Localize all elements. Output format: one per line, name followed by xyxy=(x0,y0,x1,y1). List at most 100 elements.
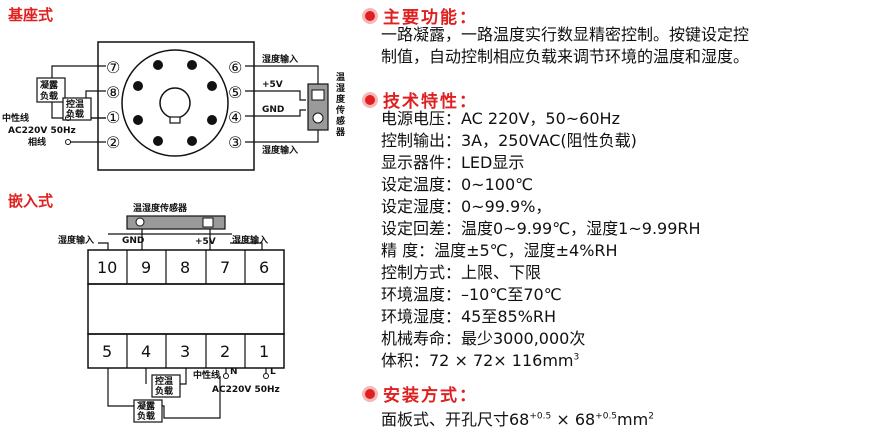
embed-temp-load-l1: 控温 xyxy=(155,375,173,387)
spec-row: 环境湿度：45至85%RH xyxy=(381,307,557,326)
socket-outer xyxy=(121,49,229,157)
embed-dividers xyxy=(126,250,246,368)
spec-row: 环境温度：–10℃至70℃ xyxy=(381,285,562,304)
embed-pin-7: 7 xyxy=(220,258,230,277)
embed-ac-label: AC220V 50Hz xyxy=(212,385,280,395)
embed-sensor-label: 温湿度传感器 xyxy=(133,202,188,214)
embed-sensor-window xyxy=(202,217,214,228)
svg-text:温: 温 xyxy=(336,71,345,83)
plus5v-label: +5V xyxy=(262,80,283,90)
temp-load-box xyxy=(62,97,92,121)
base-title: 基座式 xyxy=(8,6,54,24)
spec-row: 控制输出：3A，250VAC(阻性负载) xyxy=(381,131,637,150)
base-right-wires xyxy=(245,65,319,143)
spec-row: 机械寿命：最少3000,000次 xyxy=(381,329,586,348)
install-text: 面板式、开孔尺寸68+0.5 × 68+0.5mm2 xyxy=(381,406,654,430)
embed-top-wires xyxy=(98,229,263,250)
temp-load-l2: 负载 xyxy=(66,108,84,120)
pin-6: ⑥ xyxy=(228,58,242,77)
pin-3: ③ xyxy=(228,133,242,152)
embed-pin-10: 10 xyxy=(97,258,117,277)
embed-condense-load-l2: 负载 xyxy=(137,410,155,422)
embed-sensor-probe xyxy=(135,217,145,227)
volume-sup: 3 xyxy=(573,352,580,363)
condense-load-box xyxy=(36,77,66,103)
temp-load-l1: 控温 xyxy=(66,98,84,110)
spec-row: 控制方式：上限、下限 xyxy=(381,263,542,282)
features-bullet xyxy=(362,8,378,24)
socket-key xyxy=(169,116,181,124)
svg-text:度: 度 xyxy=(336,93,346,105)
install-part-c: mm xyxy=(617,410,649,429)
embed-pin-2: 2 xyxy=(220,342,230,361)
svg-text:传: 传 xyxy=(335,104,345,116)
base-housing xyxy=(97,41,255,171)
embed-pin-6: 6 xyxy=(259,258,269,277)
install-part-a: 面板式、开孔尺寸68 xyxy=(381,410,530,429)
embed-pin-5: 5 xyxy=(102,342,112,361)
ac-label: AC220V 50Hz xyxy=(8,126,76,136)
spec-row: 显示器件：LED显示 xyxy=(381,153,525,172)
socket-center xyxy=(159,87,191,119)
embed-wiring-diagram: 温湿度传感器 湿度输入 GND +5V 湿度输入 10 9 8 7 6 5 4 … xyxy=(58,202,285,423)
pin-2: ② xyxy=(106,133,120,152)
neutral-terminal xyxy=(65,115,71,121)
embed-n-label: N xyxy=(230,367,238,377)
embed-pin-3: 3 xyxy=(180,342,190,361)
base-sensor-window xyxy=(311,89,325,101)
install-bullet xyxy=(362,386,378,402)
spec-row-volume: 体积：72 × 72× 116mm3 xyxy=(381,350,701,372)
base-wiring-diagram: ⑦ ⑧ ① ② ⑥ ⑤ ④ ③ 凝露 负载 控温 负载 中性线 AC220V 5… xyxy=(2,41,346,171)
svg-text:感: 感 xyxy=(336,115,345,127)
spec-row: 设定湿度：0~99.9%， xyxy=(381,197,552,216)
hum-in-bottom-label: 湿度输入 xyxy=(262,144,298,156)
spec-row: 设定温度：0~100℃ xyxy=(381,175,534,194)
embed-l-label: L xyxy=(270,367,276,377)
pin-8: ⑧ xyxy=(106,83,120,102)
specs-bullet xyxy=(362,92,378,108)
features-description: 一路凝露，一路温度实行数显精密控制。按键设定控 制值，自动控制相应负载来调节环境… xyxy=(381,24,749,68)
install-title: 安装方式： xyxy=(383,386,478,406)
embed-l-terminal xyxy=(263,373,269,379)
base-sensor-probe xyxy=(312,112,324,124)
embed-hum-in-left: 湿度输入 xyxy=(58,234,94,246)
spec-row: 精 度：温度±5℃，湿度±4%RH xyxy=(381,241,618,260)
features-title: 主要功能： xyxy=(383,8,478,28)
install-sup-c: 2 xyxy=(648,411,654,422)
embed-temp-load-box xyxy=(151,374,181,398)
spec-row: 电源电压：AC 220V，50~60Hz xyxy=(381,109,620,128)
svg-text:湿: 湿 xyxy=(336,82,345,94)
hum-in-top-label: 湿度输入 xyxy=(262,53,298,65)
spec-row: 设定回差：温度0~9.99℃，湿度1~9.99RH xyxy=(381,219,701,238)
embed-n-terminal xyxy=(223,373,229,379)
phase-label: 相线 xyxy=(28,136,46,148)
features-line-1: 一路凝露，一路温度实行数显精密控制。按键设定控 xyxy=(381,25,750,44)
embed-gnd: GND xyxy=(122,236,144,246)
embed-middle-body xyxy=(87,283,285,335)
embed-pin-9: 9 xyxy=(141,258,151,277)
socket-holes xyxy=(133,60,217,146)
embed-sensor-body xyxy=(126,215,226,230)
install-sup-a: +0.5 xyxy=(529,411,552,422)
embed-condense-load-l1: 凝露 xyxy=(137,400,156,412)
specs-list: 电源电压：AC 220V，50~60Hz 控制输出：3A，250VAC(阻性负载… xyxy=(381,108,701,372)
phase-terminal xyxy=(65,139,71,145)
condense-load-l2: 负载 xyxy=(40,90,58,102)
embed-temp-load-l2: 负载 xyxy=(155,385,173,397)
embed-neutral-label: 中性线 xyxy=(193,369,220,381)
pin-7: ⑦ xyxy=(106,58,120,77)
specs-title: 技术特性： xyxy=(383,92,478,112)
embed-hum-in-right: 湿度输入 xyxy=(232,234,268,246)
embed-condense-load-box xyxy=(133,399,163,423)
features-line-2: 制值，自动控制相应负载来调节环境的温度和湿度。 xyxy=(381,47,750,66)
install-sup-b: +0.5 xyxy=(595,411,618,422)
condense-load-l1: 凝露 xyxy=(40,79,59,91)
volume-text: 体积：72 × 72× 116mm xyxy=(381,351,574,370)
gnd-label: GND xyxy=(262,105,284,115)
embed-pin-1: 1 xyxy=(259,342,269,361)
pin-5: ⑤ xyxy=(228,83,242,102)
embed-pin-8: 8 xyxy=(180,258,190,277)
embed-pin-4: 4 xyxy=(141,342,151,361)
embed-title: 嵌入式 xyxy=(8,192,54,210)
svg-text:器: 器 xyxy=(335,127,346,138)
